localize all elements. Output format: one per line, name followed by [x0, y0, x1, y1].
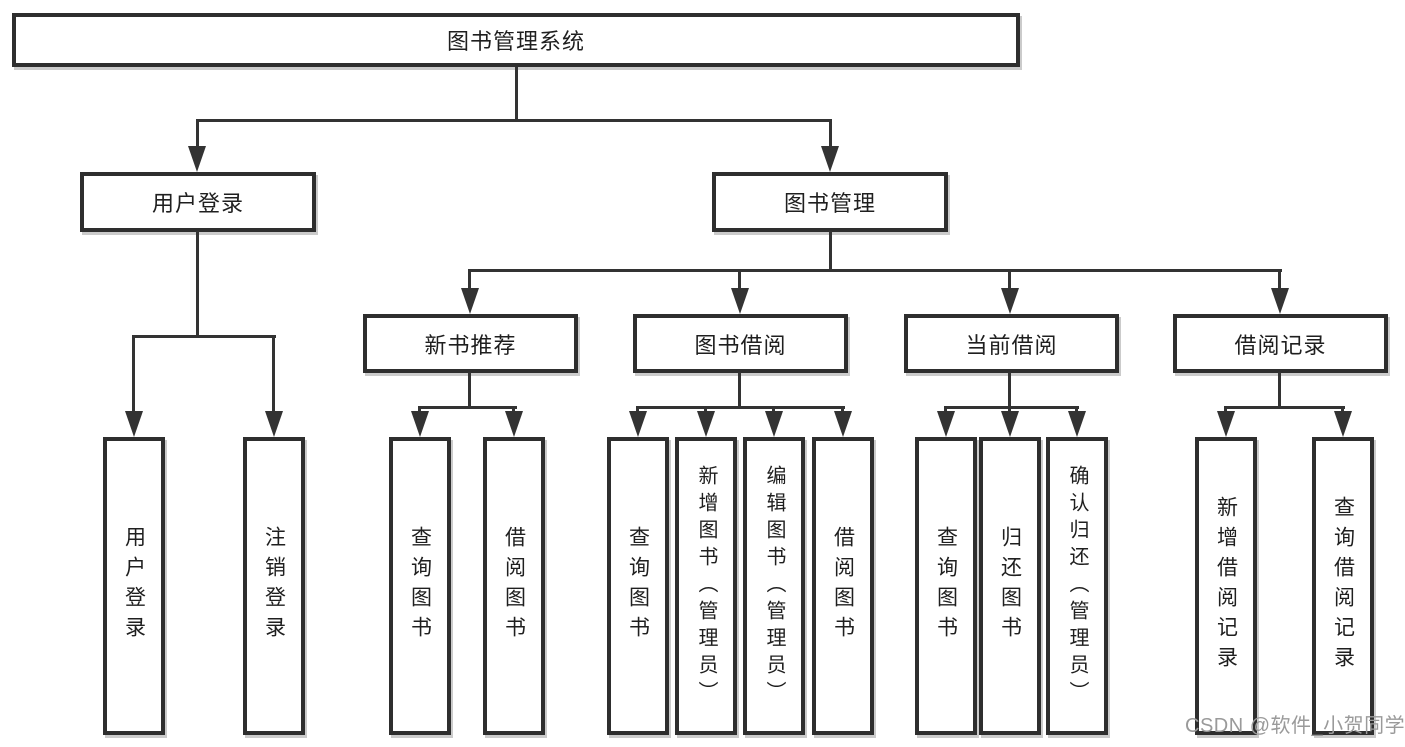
arrowhead-down-icon [125, 411, 143, 437]
connector-line [829, 121, 832, 148]
connector-line [738, 372, 741, 408]
leaf-label: 新增借阅记录 [1214, 496, 1238, 676]
connector-line [636, 406, 845, 409]
node-user-login: 用户登录 [80, 172, 316, 232]
connector-line [829, 231, 832, 271]
connector-line [468, 271, 471, 290]
leaf-borrow-books-borrowing: 借阅图书 [812, 437, 874, 735]
arrowhead-down-icon [821, 146, 839, 172]
arrowhead-down-icon [1001, 288, 1019, 314]
leaf-return-book: 归还图书 [979, 437, 1041, 735]
arrowhead-down-icon [731, 288, 749, 314]
connector-line [944, 406, 1079, 409]
leaf-confirm-return-admin: 确认归还（管理员） [1046, 437, 1108, 735]
node-new-book-recommendation: 新书推荐 [363, 314, 578, 373]
connector-line [468, 372, 471, 408]
connector-line [468, 269, 1282, 272]
leaf-label: 借阅图书 [831, 526, 855, 646]
connector-line [1341, 406, 1344, 413]
connector-line [418, 406, 421, 413]
arrowhead-down-icon [461, 288, 479, 314]
arrowhead-down-icon [697, 411, 715, 437]
leaf-query-borrow-record: 查询借阅记录 [1312, 437, 1374, 735]
connector-line [772, 406, 775, 413]
node-borrowing-records: 借阅记录 [1173, 314, 1388, 373]
arrowhead-down-icon [1334, 411, 1352, 437]
connector-line [418, 406, 517, 409]
arrowhead-down-icon [505, 411, 523, 437]
connector-line [1075, 406, 1078, 413]
connector-line [1008, 406, 1011, 413]
connector-line [841, 406, 844, 413]
leaf-query-books-current: 查询图书 [915, 437, 977, 735]
arrowhead-down-icon [1001, 411, 1019, 437]
node-book-management: 图书管理 [712, 172, 948, 232]
leaf-label: 归还图书 [998, 526, 1022, 646]
connector-line [272, 337, 275, 412]
arrowhead-down-icon [1217, 411, 1235, 437]
leaf-label: 用户登录 [122, 526, 146, 646]
connector-line [636, 406, 639, 413]
arrowhead-down-icon [937, 411, 955, 437]
node-library-management-system: 图书管理系统 [12, 13, 1020, 67]
connector-line [1008, 271, 1011, 290]
connector-line [196, 231, 199, 337]
connector-line [512, 406, 515, 413]
connector-line [1224, 406, 1227, 413]
leaf-edit-book-admin: 编辑图书（管理员） [743, 437, 805, 735]
arrowhead-down-icon [1271, 288, 1289, 314]
leaf-logout: 注销登录 [243, 437, 305, 735]
leaf-user-login: 用户登录 [103, 437, 165, 735]
connector-line [515, 67, 518, 121]
connector-line [1278, 271, 1281, 290]
connector-line [132, 335, 276, 338]
connector-line [704, 406, 707, 413]
connector-line [196, 121, 199, 148]
csdn-watermark: CSDN @软件_小贺同学 [1185, 715, 1405, 737]
leaf-label: 借阅图书 [502, 526, 526, 646]
arrowhead-down-icon [265, 411, 283, 437]
leaf-label: 编辑图书（管理员） [763, 464, 785, 708]
connector-line [1008, 372, 1011, 408]
leaf-label: 注销登录 [262, 526, 286, 646]
leaf-add-book-admin: 新增图书（管理员） [675, 437, 737, 735]
leaf-label: 新增图书（管理员） [695, 464, 717, 708]
leaf-add-borrow-record: 新增借阅记录 [1195, 437, 1257, 735]
leaf-label: 查询图书 [408, 526, 432, 646]
arrowhead-down-icon [834, 411, 852, 437]
arrowhead-down-icon [188, 146, 206, 172]
node-current-borrowing: 当前借阅 [904, 314, 1119, 373]
arrowhead-down-icon [765, 411, 783, 437]
leaf-query-books-recommend: 查询图书 [389, 437, 451, 735]
arrowhead-down-icon [629, 411, 647, 437]
node-book-borrowing: 图书借阅 [633, 314, 848, 373]
leaf-label: 查询图书 [626, 526, 650, 646]
connector-line [196, 119, 832, 122]
arrowhead-down-icon [1068, 411, 1086, 437]
connector-line [1224, 406, 1345, 409]
leaf-label: 查询借阅记录 [1331, 496, 1355, 676]
arrowhead-down-icon [411, 411, 429, 437]
leaf-label: 查询图书 [934, 526, 958, 646]
connector-line [738, 271, 741, 290]
leaf-borrow-books-recommend: 借阅图书 [483, 437, 545, 735]
connector-line [132, 337, 135, 412]
connector-line [1278, 372, 1281, 408]
leaf-label: 确认归还（管理员） [1066, 464, 1088, 708]
leaf-query-books-borrowing: 查询图书 [607, 437, 669, 735]
connector-line [944, 406, 947, 413]
